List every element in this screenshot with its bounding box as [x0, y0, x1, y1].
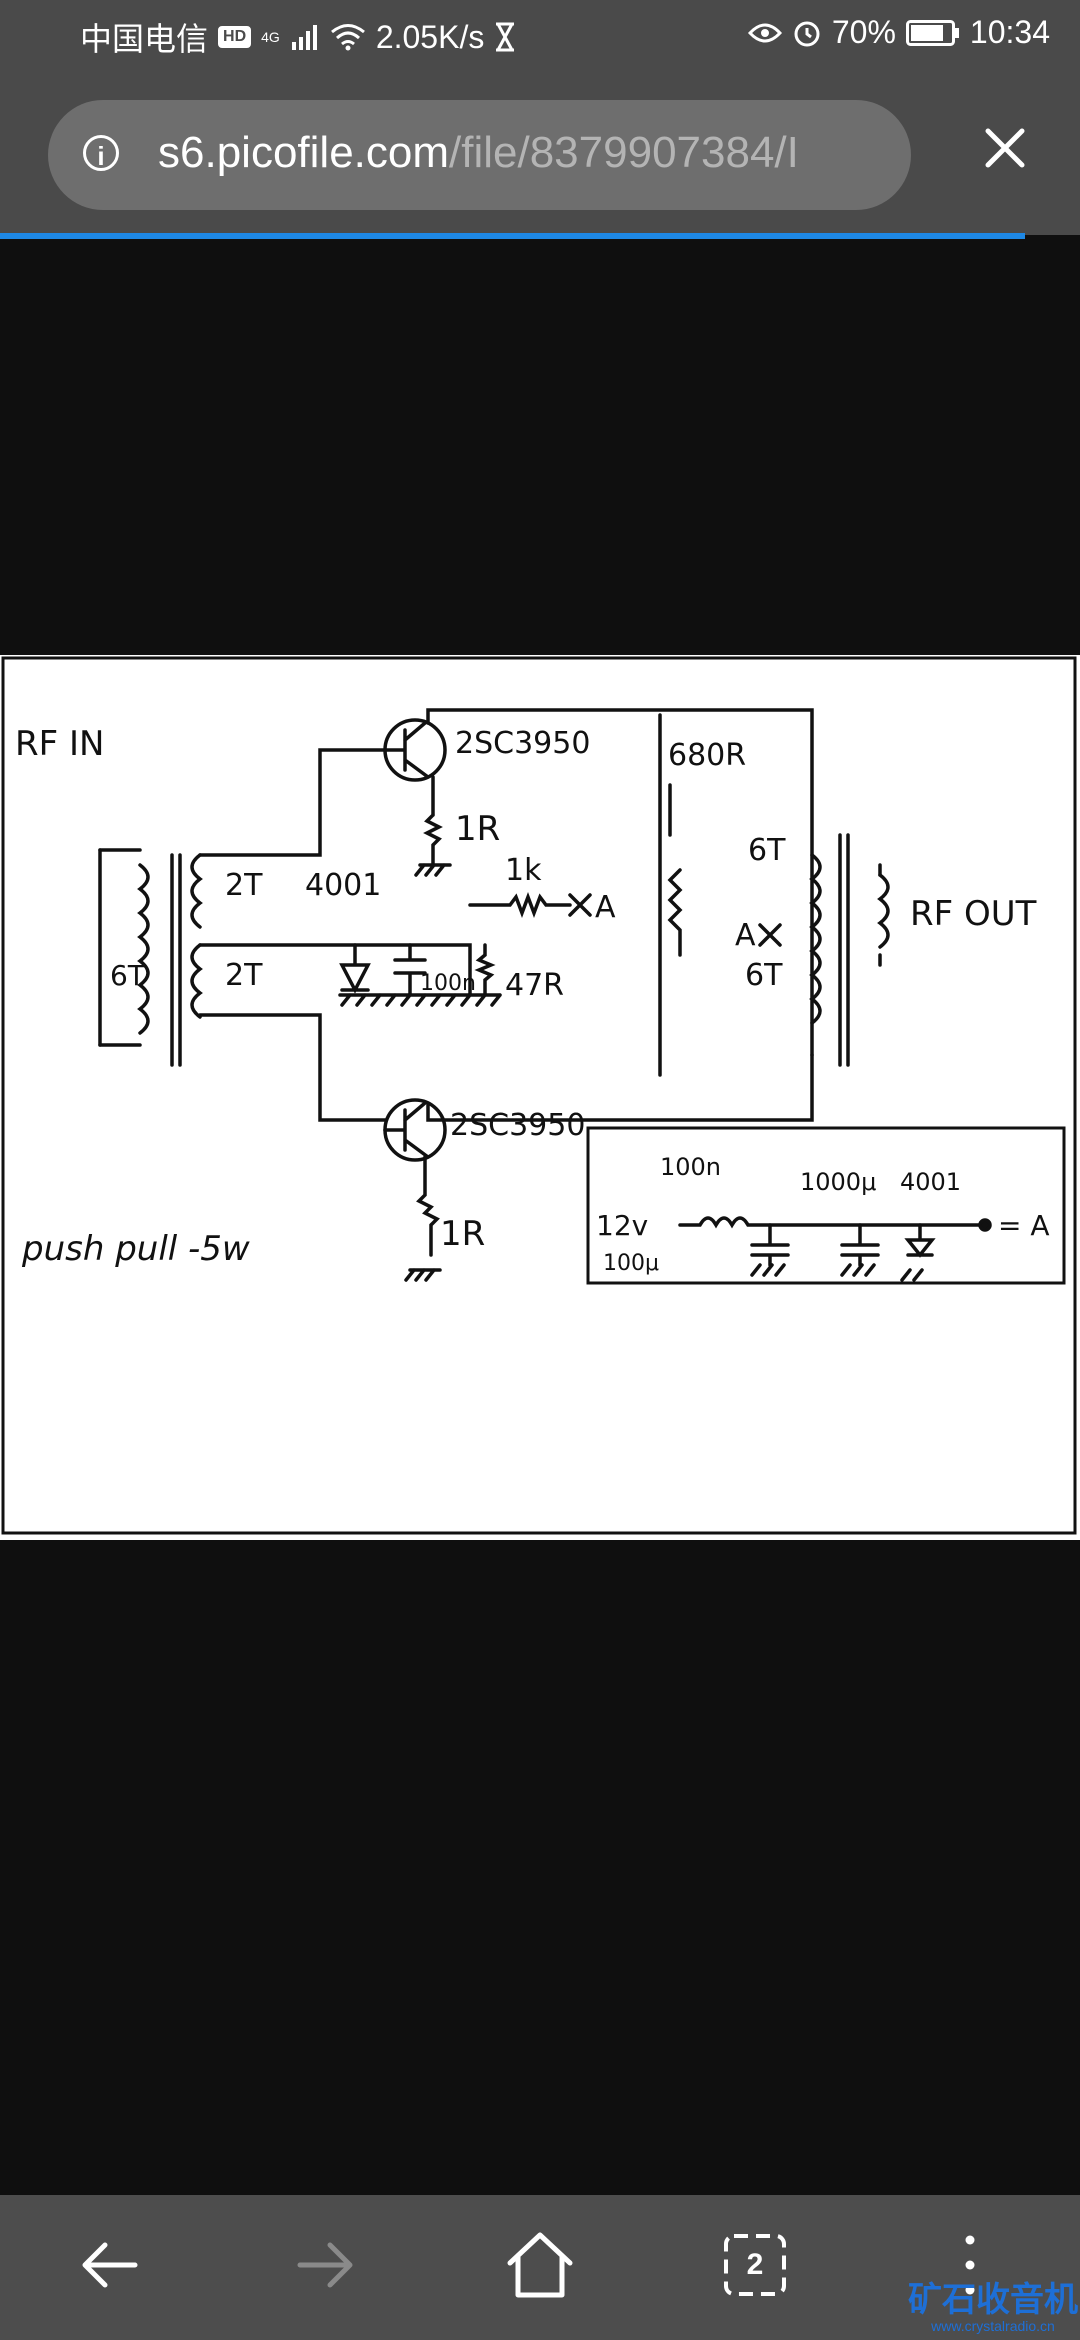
- status-bar: 中国电信 HD 4G 2.05K/s 70%: [0, 0, 1080, 75]
- label-100n: 100n: [420, 971, 476, 996]
- forward-button[interactable]: [270, 2215, 380, 2315]
- home-icon: [507, 2232, 573, 2298]
- wifi-icon: [330, 24, 365, 51]
- arrow-right-icon: [297, 2242, 353, 2288]
- url-text[interactable]: s6.picofile.com/file/8379907384/I: [158, 128, 898, 178]
- network-type: 4G: [261, 29, 280, 45]
- home-button[interactable]: [485, 2215, 595, 2315]
- schematic-image: RF IN RF OUT 2SC3950 2SC3950 1R 1R 6T 2T…: [0, 655, 1080, 1540]
- label-supply-4001: 4001: [900, 1168, 961, 1196]
- eye-icon: [747, 23, 782, 42]
- label-rf-out: RF OUT: [910, 894, 1037, 934]
- label-supply-1000u: 1000μ: [800, 1168, 876, 1196]
- label-turns-in: 6T: [110, 959, 146, 992]
- label-supply-eq-a: = A: [998, 1209, 1050, 1242]
- tabs-icon: [724, 2234, 786, 2296]
- label-node-a: A: [595, 890, 616, 925]
- label-r-bottom: 1R: [440, 1214, 485, 1254]
- label-turns-2t-b: 2T: [225, 958, 263, 993]
- tabs-button[interactable]: 2: [700, 2215, 810, 2315]
- status-left: 中国电信 HD 4G 2.05K/s: [80, 14, 516, 60]
- label-680r: 680R: [668, 738, 746, 773]
- watermark-url: www.crystalradio.cn: [931, 2318, 1055, 2334]
- label-turns-2t-a: 2T: [225, 868, 263, 903]
- label-out-a: A: [735, 918, 756, 953]
- hourglass-icon: [496, 22, 515, 52]
- address-bar[interactable]: i s6.picofile.com/file/8379907384/I: [48, 100, 911, 210]
- hd-badge: HD: [218, 26, 252, 48]
- label-1k: 1k: [505, 853, 542, 888]
- label-title: push pull -5w: [21, 1229, 250, 1269]
- network-speed: 2.05K/s: [375, 18, 485, 55]
- label-rf-in: RF IN: [15, 724, 104, 764]
- menu-button[interactable]: [915, 2215, 1025, 2315]
- label-12v: 12v: [596, 1209, 648, 1242]
- close-icon[interactable]: [970, 113, 1040, 183]
- watermark-title: 矿石收音机: [908, 2281, 1078, 2319]
- alarm-icon: [794, 21, 820, 46]
- url-domain: s6.picofile.com: [158, 128, 450, 177]
- label-supply-100n: 100n: [660, 1153, 721, 1181]
- label-diode: 4001: [305, 868, 381, 903]
- carrier-label: 中国电信: [80, 21, 209, 57]
- label-47r: 47R: [505, 968, 564, 1003]
- back-button[interactable]: [55, 2215, 165, 2315]
- tab-count: 2: [746, 2248, 764, 2281]
- label-transistor-top: 2SC3950: [455, 726, 590, 761]
- battery-percent: 70%: [831, 14, 896, 50]
- signal-icon: [291, 25, 317, 50]
- label-transistor-bottom: 2SC3950: [450, 1108, 585, 1143]
- watermark: 矿石收音机 www.crystalradio.cn: [908, 2282, 1078, 2334]
- browser-toolbar: i s6.picofile.com/file/8379907384/I: [0, 75, 1080, 235]
- clock: 10:34: [969, 14, 1050, 50]
- page-load-progress: [0, 233, 1025, 239]
- more-vertical-icon: [965, 2235, 975, 2295]
- url-path: /file/8379907384/I: [449, 128, 799, 177]
- label-out-6t-top: 6T: [748, 833, 786, 868]
- browser-bottom-bar: 2 矿石收音机 www.crystalradio.cn: [0, 2195, 1080, 2340]
- label-supply-100u: 100μ: [603, 1251, 659, 1276]
- label-out-6t-bottom: 6T: [745, 958, 783, 993]
- status-right: 70% 10:34: [747, 14, 1050, 51]
- schematic-drawing: RF IN RF OUT 2SC3950 2SC3950 1R 1R 6T 2T…: [1, 656, 1077, 1535]
- label-r-top: 1R: [455, 809, 500, 849]
- battery-icon: [905, 19, 959, 46]
- info-icon[interactable]: i: [83, 135, 119, 171]
- arrow-left-icon: [82, 2242, 138, 2288]
